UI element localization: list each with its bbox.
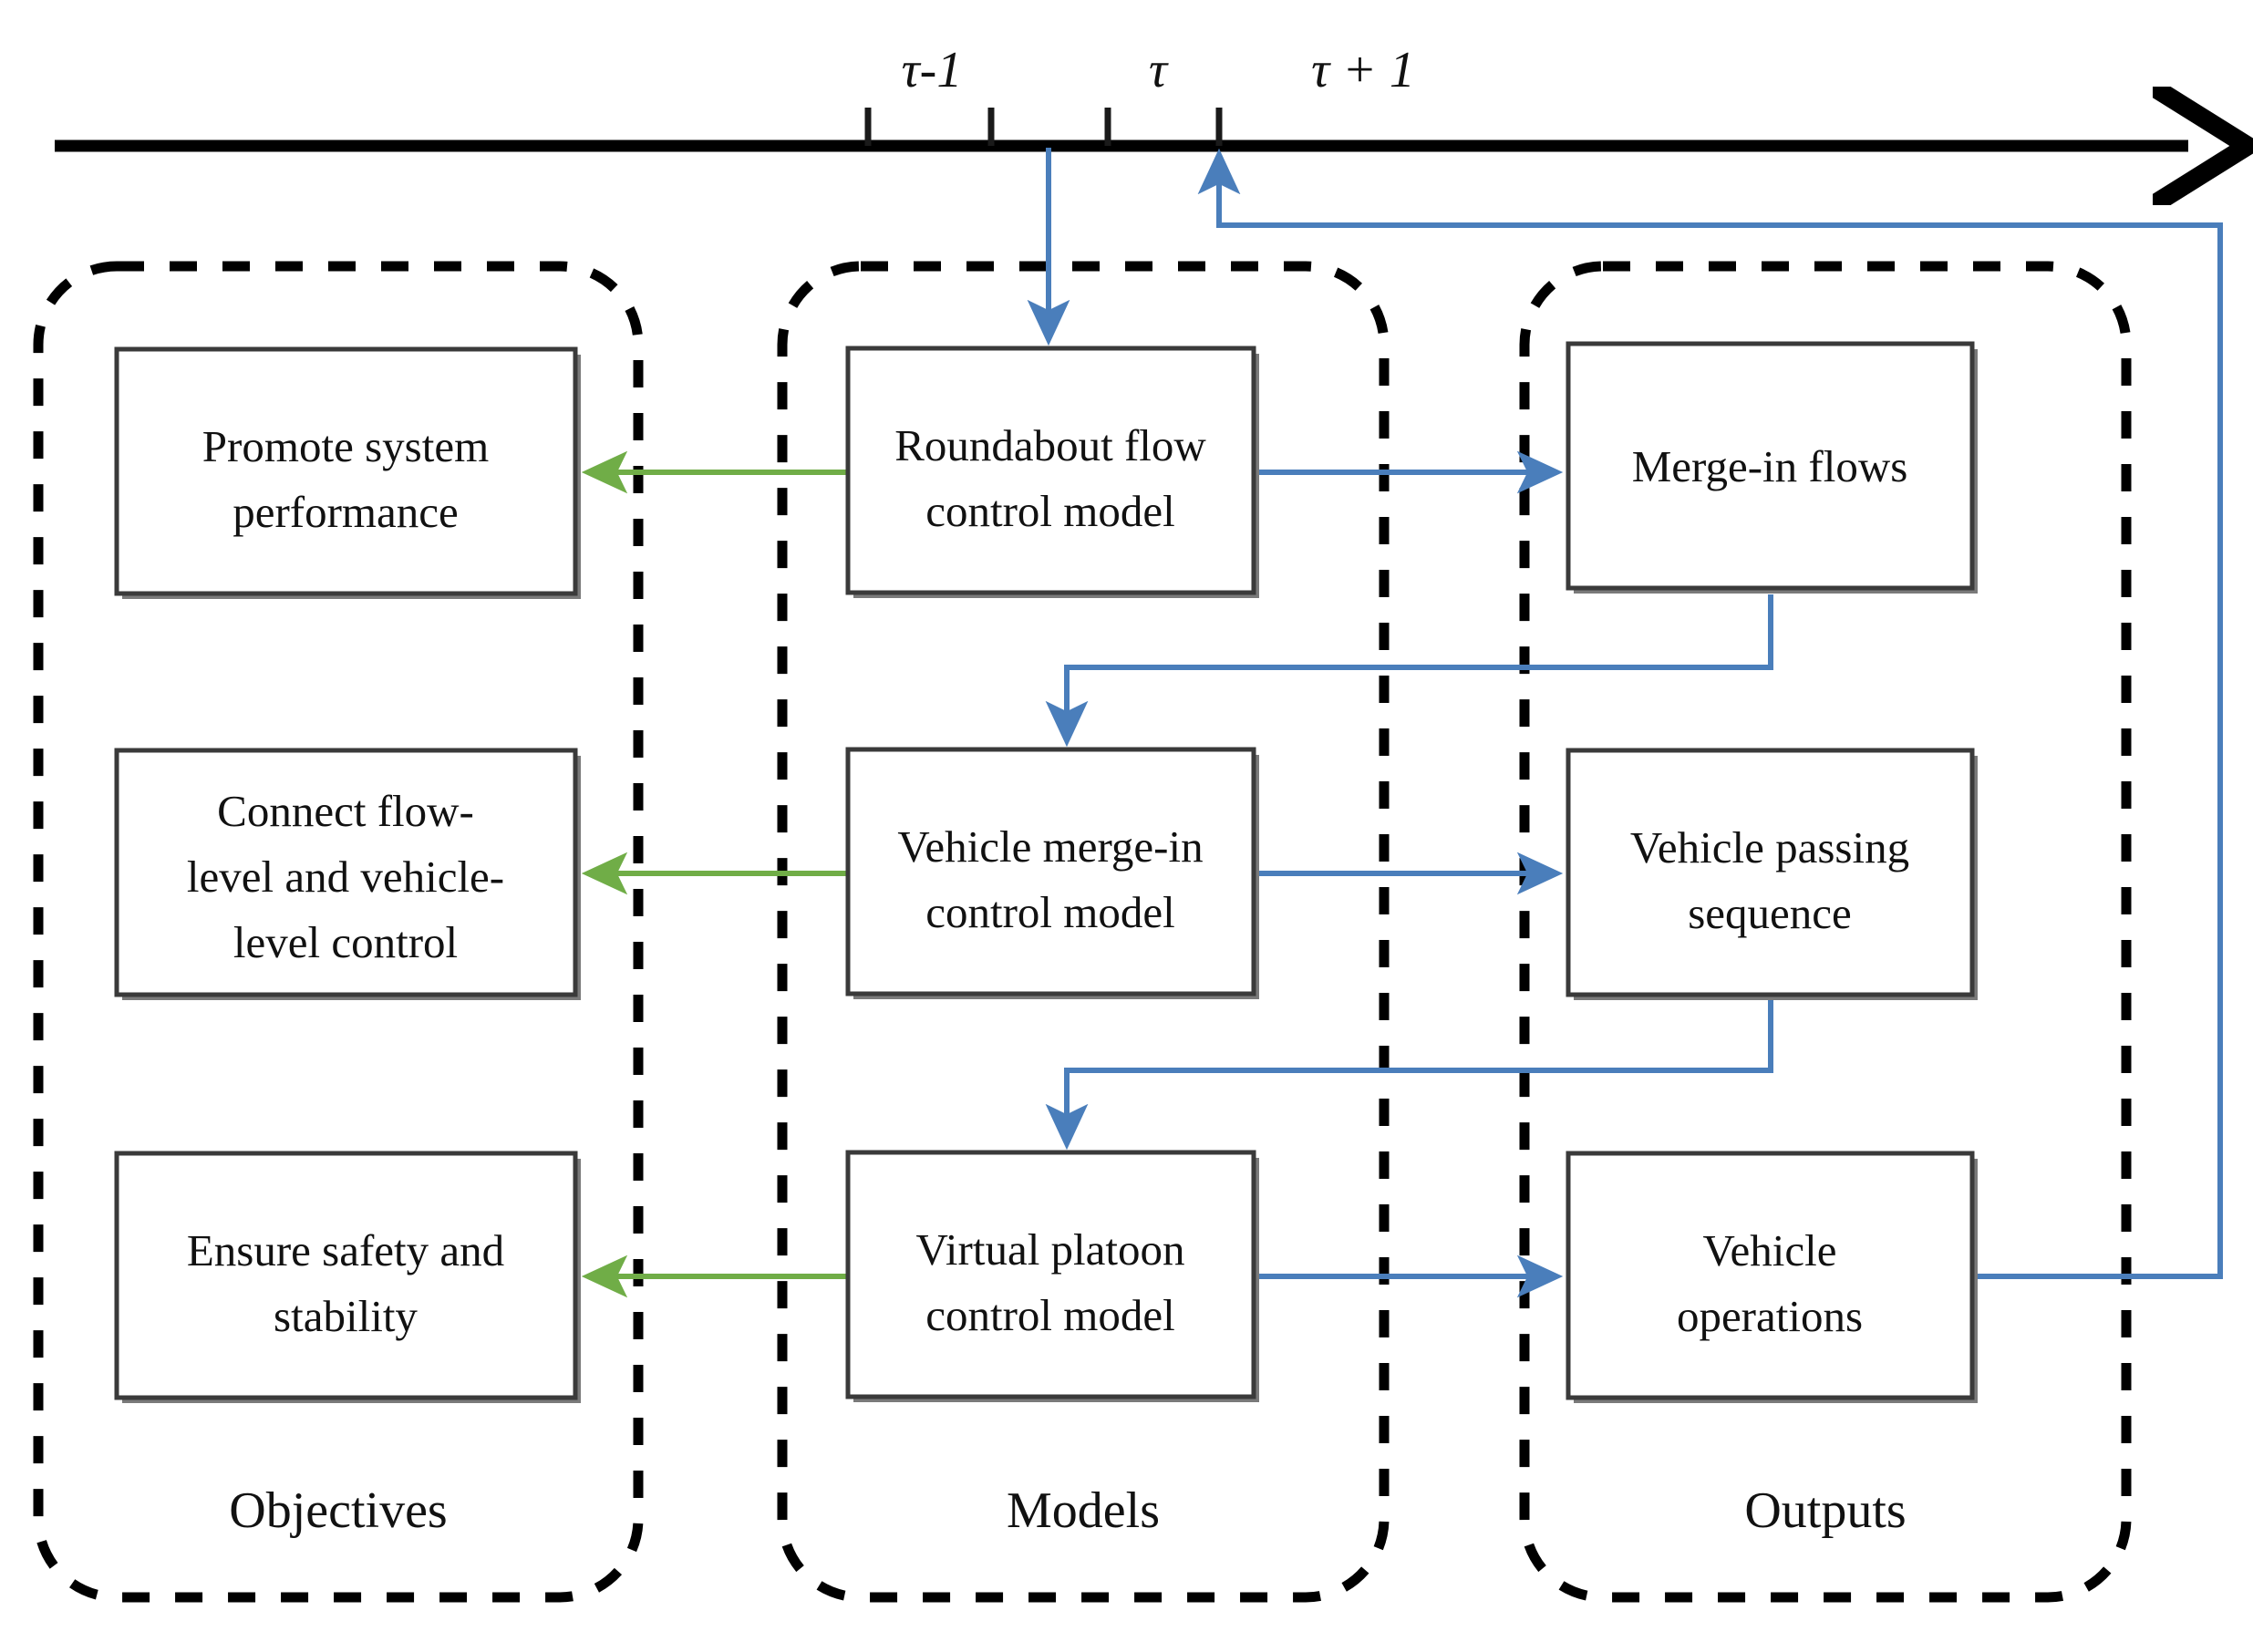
node-connect-line-1: Connect flow-: [217, 786, 474, 836]
edge-operations-feedback-to-timeline: [1197, 148, 2223, 1279]
node-promote-system-performance[interactable]: Promote system performance: [114, 346, 581, 599]
node-roundabout-line-1: Roundabout flow: [894, 420, 1206, 470]
node-merge-in-flows[interactable]: Merge-in flows: [1566, 341, 1978, 594]
node-ensure-line-1: Ensure safety and: [187, 1225, 504, 1275]
node-operations-line-2: operations: [1677, 1291, 1863, 1341]
node-promote-line-2: performance: [233, 487, 459, 537]
node-merge-line-1: Vehicle merge-in: [897, 821, 1203, 872]
node-merge-line-2: control model: [925, 887, 1175, 937]
node-ensure-line-2: stability: [274, 1291, 418, 1341]
timeline-axis: [55, 108, 2188, 146]
timeline-label-tau-plus-1: τ + 1: [1311, 42, 1415, 98]
node-operations-line-1: Vehicle: [1703, 1225, 1837, 1275]
node-promote-line-1: Promote system: [202, 421, 489, 471]
edge-passing-to-platoon: [1045, 997, 1773, 1151]
timeline-label-tau-minus-1: τ-1: [902, 42, 963, 98]
node-vehicle-merge-in-control-model[interactable]: Vehicle merge-in control model: [845, 747, 1259, 999]
group-container-objectives: [33, 261, 644, 1603]
node-passing-line-2: sequence: [1688, 888, 1852, 938]
edge-mergeflows-to-merge: [1045, 594, 1773, 748]
group-label-objectives: Objectives: [229, 1482, 447, 1539]
node-mergeflows-line-1: Merge-in flows: [1632, 441, 1908, 491]
node-vehicle-passing-sequence[interactable]: Vehicle passing sequence: [1566, 748, 1978, 1000]
node-passing-line-1: Vehicle passing: [1630, 822, 1909, 872]
node-roundabout-line-2: control model: [925, 486, 1175, 536]
node-platoon-line-2: control model: [925, 1290, 1175, 1340]
node-vehicle-operations[interactable]: Vehicle operations: [1566, 1151, 1978, 1403]
group-container-models: [777, 261, 1390, 1603]
node-platoon-line-1: Virtual platoon: [915, 1224, 1184, 1275]
group-label-models: Models: [1007, 1482, 1160, 1539]
node-connect-line-3: level control: [233, 917, 458, 967]
group-container-outputs: [1519, 261, 2132, 1603]
node-connect-line-2: level and vehicle-: [187, 852, 504, 902]
timeline-label-tau: τ: [1149, 42, 1169, 98]
node-virtual-platoon-control-model[interactable]: Virtual platoon control model: [845, 1150, 1259, 1402]
node-roundabout-flow-control-model[interactable]: Roundabout flow control model: [845, 346, 1259, 598]
node-ensure-safety-stability[interactable]: Ensure safety and stability: [114, 1151, 581, 1403]
node-connect-flow-vehicle-control[interactable]: Connect flow- level and vehicle- level c…: [114, 748, 581, 1000]
group-label-outputs: Outputs: [1744, 1482, 1906, 1539]
